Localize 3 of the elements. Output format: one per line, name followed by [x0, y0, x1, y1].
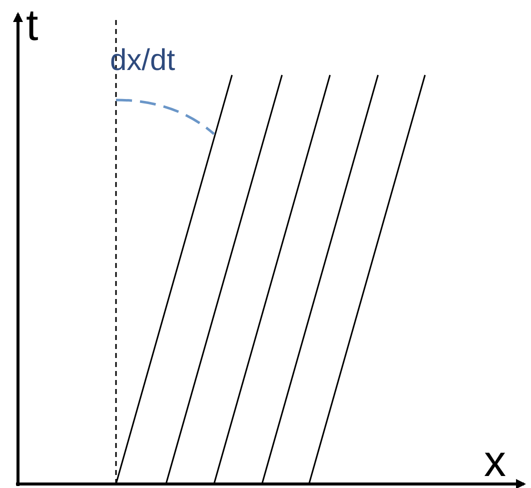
- axis-label: dx/dt: [110, 46, 176, 76]
- axis-label: t: [26, 4, 38, 48]
- axis-label: x: [484, 440, 506, 484]
